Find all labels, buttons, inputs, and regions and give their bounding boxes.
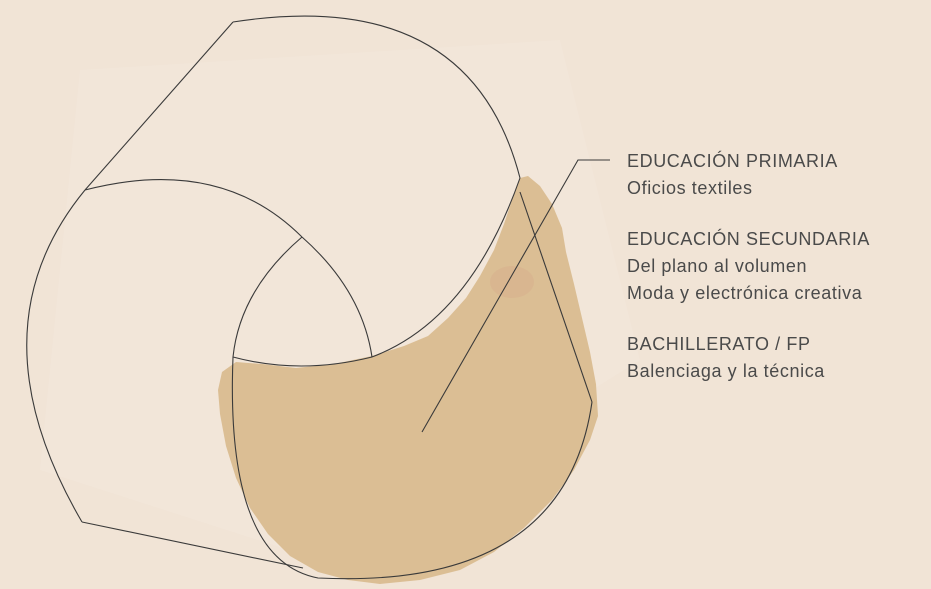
legend: EDUCACIÓN PRIMARIA Oficios textiles EDUC… [627, 148, 931, 409]
legend-item: Balenciaga y la técnica [627, 361, 825, 381]
outline-top-inner [371, 177, 521, 358]
outline-inner-left [232, 236, 303, 358]
outline-left-arc [26, 189, 86, 523]
outline-top-arc [232, 15, 521, 179]
legend-group-primaria: EDUCACIÓN PRIMARIA Oficios textiles [627, 148, 931, 202]
fabric-stain [490, 266, 534, 298]
outline-middle-arc [84, 179, 303, 238]
outline-inner-right [301, 236, 373, 358]
legend-group-bachillerato: BACHILLERATO / FP Balenciaga y la técnic… [627, 331, 931, 385]
legend-group-secundaria: EDUCACIÓN SECUNDARIA Del plano al volume… [627, 226, 931, 307]
outline-bottom-connector [81, 521, 304, 569]
legend-heading: BACHILLERATO / FP [627, 334, 811, 354]
fabric-swatch [218, 176, 598, 584]
outline-inner-bottom [232, 356, 373, 367]
outline-right-edge [519, 191, 593, 403]
ring-outline [26, 15, 610, 580]
legend-item: Moda y electrónica creativa [627, 283, 863, 303]
outline-bottom-arc [231, 356, 593, 580]
legend-heading: EDUCACIÓN PRIMARIA [627, 151, 838, 171]
legend-item: Oficios textiles [627, 178, 753, 198]
label-leader-line [421, 159, 610, 433]
legend-item: Del plano al volumen [627, 256, 808, 276]
outline-top-connector [84, 21, 234, 191]
legend-heading: EDUCACIÓN SECUNDARIA [627, 229, 871, 249]
